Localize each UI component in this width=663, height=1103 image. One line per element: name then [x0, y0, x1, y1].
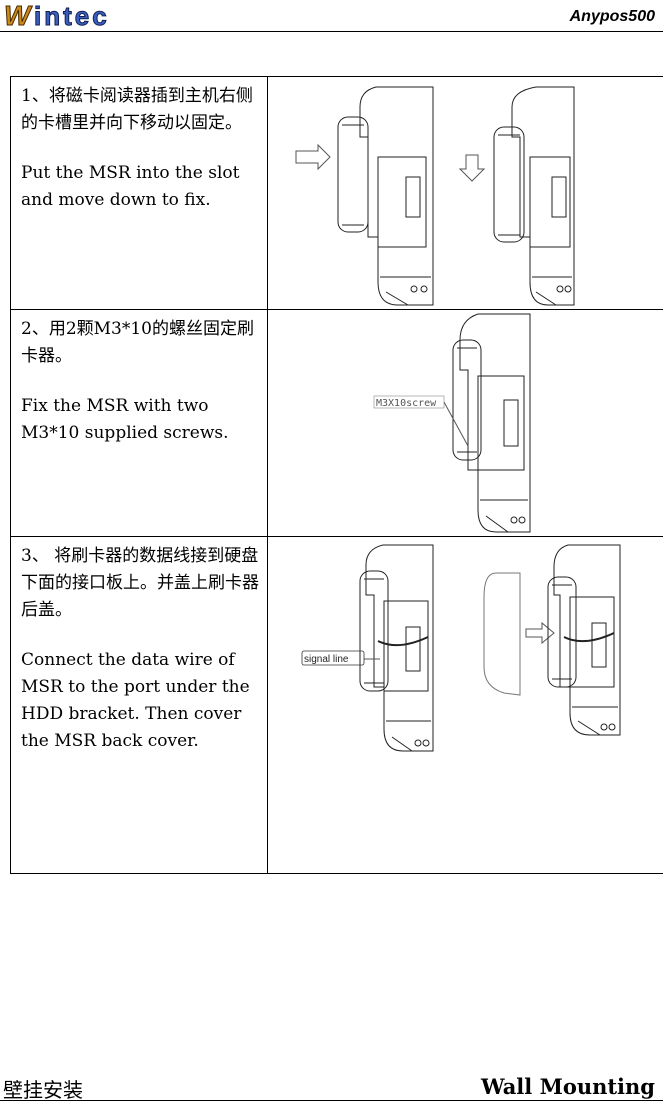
header-divider — [0, 31, 663, 32]
step-3-illustration: signal line — [268, 537, 663, 874]
step-2-drawing: M3X10screw — [268, 310, 663, 536]
step-row-3: 3、 将刷卡器的数据线接到硬盘下面的接口板上。并盖上刷卡器后盖。 Connect… — [11, 537, 663, 874]
signal-line-callout: signal line — [304, 654, 349, 665]
step-3-cn: 3、 将刷卡器的数据线接到硬盘下面的接口板上。并盖上刷卡器后盖。 — [21, 543, 261, 624]
step-1-cn: 1、将磁卡阅读器插到主机右侧的卡槽里并向下移动以固定。 — [21, 83, 261, 137]
wintec-logo: W intec — [2, 1, 184, 29]
step-row-1: 1、将磁卡阅读器插到主机右侧的卡槽里并向下移动以固定。 Put the MSR … — [11, 77, 663, 310]
step-3-drawing: signal line — [268, 537, 663, 873]
page-header: W intec Anypos500 — [0, 0, 663, 33]
step-3-en: Connect the data wire of MSR to the port… — [21, 647, 261, 755]
svg-text:intec: intec — [34, 1, 110, 29]
step-2-illustration: M3X10screw — [268, 310, 663, 537]
step-row-2: 2、用2颗M3*10的螺丝固定刷卡器。 Fix the MSR with two… — [11, 310, 663, 537]
instruction-table: 1、将磁卡阅读器插到主机右侧的卡槽里并向下移动以固定。 Put the MSR … — [10, 76, 663, 874]
step-2-cn: 2、用2颗M3*10的螺丝固定刷卡器。 — [21, 316, 261, 370]
step-2-en: Fix the MSR with two M3*10 supplied scre… — [21, 393, 261, 447]
step-2-text: 2、用2颗M3*10的螺丝固定刷卡器。 Fix the MSR with two… — [11, 310, 268, 537]
page-footer: 壁挂安装 Wall Mounting — [0, 1072, 663, 1102]
step-1-en: Put the MSR into the slot and move down … — [21, 160, 261, 214]
model-name: Anypos500 — [570, 8, 655, 26]
footer-section-en: Wall Mounting — [481, 1074, 655, 1099]
footer-section-cn: 壁挂安装 — [3, 1074, 83, 1103]
step-1-illustration — [268, 77, 663, 310]
screw-callout: M3X10screw — [376, 398, 437, 409]
step-3-text: 3、 将刷卡器的数据线接到硬盘下面的接口板上。并盖上刷卡器后盖。 Connect… — [11, 537, 268, 874]
svg-text:W: W — [4, 1, 33, 29]
footer-divider — [0, 1100, 663, 1101]
step-1-drawing — [268, 77, 663, 309]
step-1-text: 1、将磁卡阅读器插到主机右侧的卡槽里并向下移动以固定。 Put the MSR … — [11, 77, 268, 310]
